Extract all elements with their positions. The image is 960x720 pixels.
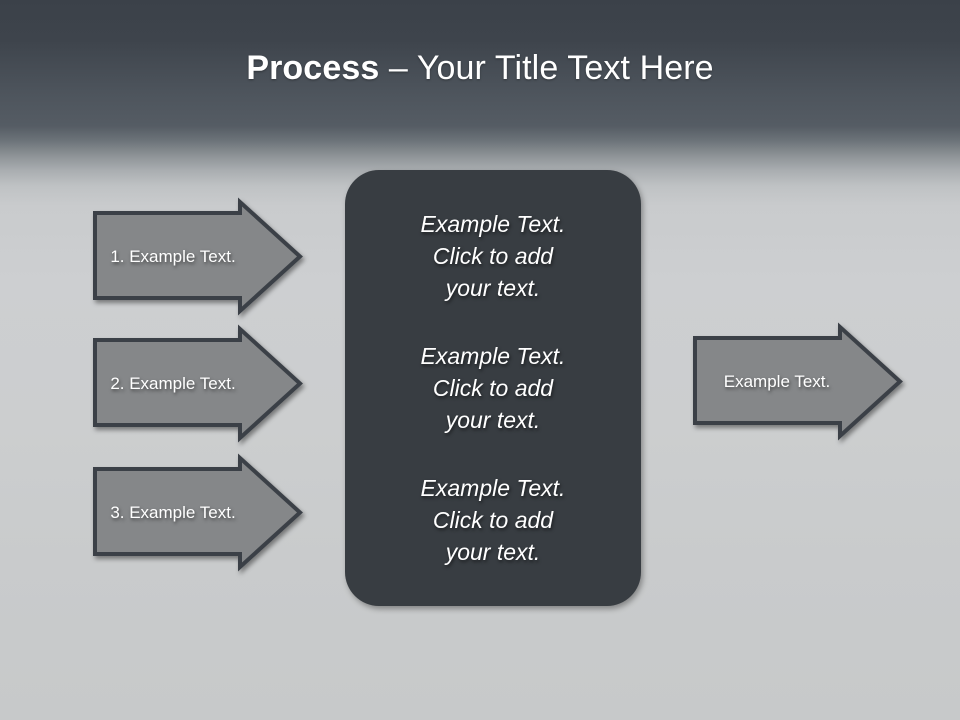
center-text-block-1: Example Text. Click to add your text. — [378, 208, 608, 304]
center-text-block-1-line-2: Click to add — [432, 243, 554, 269]
center-text-block-3: Example Text. Click to add your text. — [378, 472, 608, 568]
center-text-block-1-line-1: Example Text. — [420, 211, 566, 237]
center-text-block-2-line-2: Click to add — [432, 375, 554, 401]
process-center-box[interactable]: Example Text. Click to add your text. Ex… — [345, 170, 641, 606]
center-text-block-2-line-1: Example Text. — [420, 343, 566, 369]
arrow-right-shape-icon — [93, 324, 303, 443]
arrow-right-shape-icon — [93, 197, 303, 316]
center-text-block-3-line-1: Example Text. — [420, 475, 566, 501]
process-output-arrow[interactable]: Example Text. — [693, 322, 903, 441]
center-text-block-3-line-3: your text. — [445, 539, 541, 565]
process-input-arrow-1[interactable]: 1. Example Text. — [93, 197, 303, 316]
arrow-right-shape-icon — [93, 453, 303, 572]
center-text-block-2-line-3: your text. — [445, 407, 541, 433]
process-input-arrow-2[interactable]: 2. Example Text. — [93, 324, 303, 443]
center-text-block-1-line-3: your text. — [445, 275, 541, 301]
page-title-rest: – Your Title Text Here — [379, 49, 714, 87]
center-text-block-3-line-2: Click to add — [432, 507, 554, 533]
page-title: Process – Your Title Text Here — [0, 46, 960, 90]
process-input-arrow-3[interactable]: 3. Example Text. — [93, 453, 303, 572]
page-title-strong: Process — [246, 49, 380, 87]
arrow-right-shape-icon — [693, 322, 903, 441]
center-text-block-2: Example Text. Click to add your text. — [378, 340, 608, 436]
